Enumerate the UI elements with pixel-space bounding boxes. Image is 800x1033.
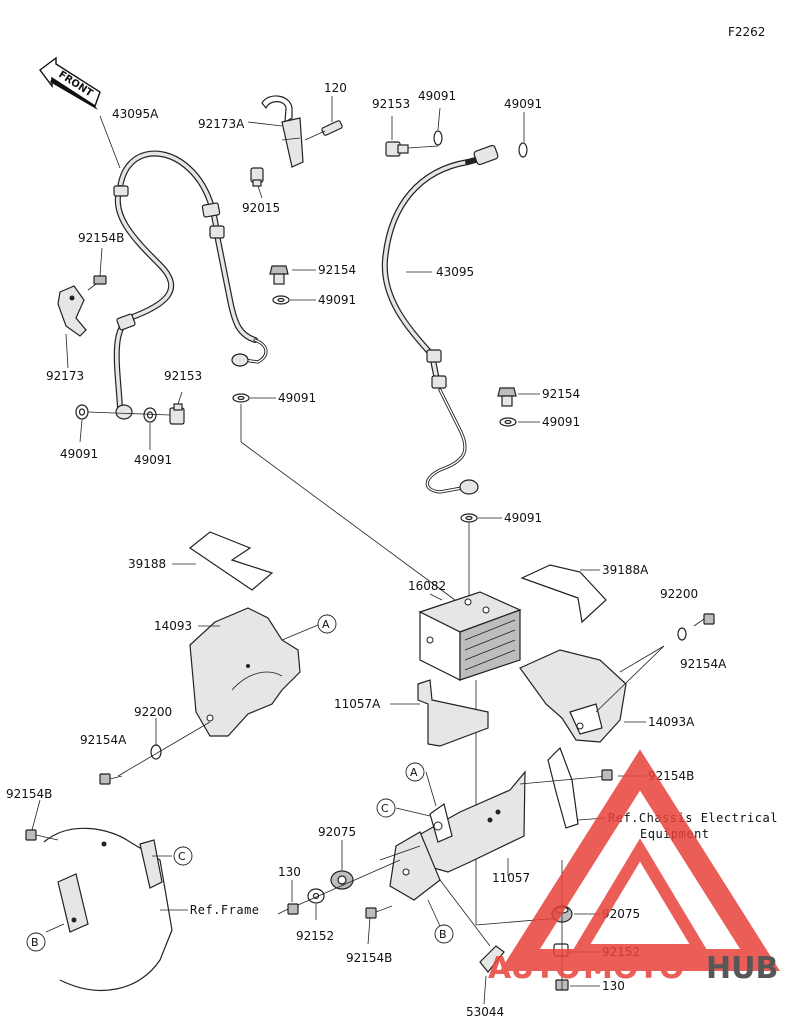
washer-92200-right (677, 627, 687, 641)
svg-text:C: C (178, 850, 186, 863)
label-120-top: 120 (324, 81, 347, 95)
brake-hose-43095 (381, 144, 499, 495)
label-53044: 53044 (466, 1005, 504, 1019)
label-39188A: 39188A (602, 563, 649, 577)
label-130-right: 130 (602, 979, 625, 993)
washer-49091-m2 (232, 393, 250, 403)
pad-39188 (188, 531, 274, 591)
label-92200-right: 92200 (660, 587, 698, 601)
label-14093: 14093 (154, 619, 192, 633)
label-92154A-left: 92154A (80, 733, 127, 747)
label-16082: 16082 (408, 579, 446, 593)
label-49091-m2: 49091 (278, 391, 316, 405)
callout-c-lower: C (173, 846, 193, 866)
washer-49091-r4 (460, 513, 478, 523)
label-49091-r4: 49091 (504, 511, 542, 525)
bracket-11057A (417, 679, 489, 747)
watermark-logo: AUTO MOTO HUB (488, 749, 780, 986)
front-arrow-icon: FRONT (39, 56, 101, 110)
label-92173: 92173 (46, 369, 84, 383)
pad-39188A (520, 564, 607, 624)
washer-49091-l1 (75, 404, 89, 420)
label-92075-right: 92075 (602, 907, 640, 921)
bolt-92154A-left (99, 773, 123, 785)
label-11057: 11057 (492, 871, 530, 885)
bracket-92173A (261, 95, 304, 168)
bolt-92154B-mr (601, 769, 613, 781)
callout-c-upper: C (376, 798, 396, 818)
label-43095A: 43095A (112, 107, 159, 121)
banjo-bolt-92153-right (385, 141, 409, 157)
label-92015: 92015 (242, 201, 280, 215)
clamp-92173 (57, 285, 87, 337)
watermark-moto: MOTO (583, 951, 684, 986)
bolt-92154B-bottom (365, 905, 393, 919)
frame-outline (43, 827, 173, 991)
svg-text:B: B (31, 936, 39, 949)
svg-text:A: A (410, 766, 418, 779)
cover-14093A (519, 649, 627, 743)
label-92153-right: 92153 (372, 97, 410, 111)
svg-text:B: B (439, 928, 447, 941)
label-92152-left: 92152 (296, 929, 334, 943)
bracket-11057 (389, 746, 579, 901)
label-14093A: 14093A (648, 715, 695, 729)
label-49091-m1: 49091 (318, 293, 356, 307)
bolt-92154-mid (269, 265, 289, 285)
callout-b-left: B (26, 932, 46, 952)
washer-49091-m1 (272, 295, 290, 305)
label-92153-left: 92153 (164, 369, 202, 383)
svg-text:A: A (322, 618, 330, 631)
label-92075-left: 92075 (318, 825, 356, 839)
washer-49091-l2 (143, 407, 157, 423)
label-130-left: 130 (278, 865, 301, 879)
label-92154-right: 92154 (542, 387, 580, 401)
watermark-hub: HUB (706, 951, 778, 986)
ref-frame: Ref.Frame (190, 903, 260, 917)
washer-49091-r1 (433, 130, 443, 146)
label-92154A-right: 92154A (680, 657, 727, 671)
label-49091-r2: 49091 (504, 97, 542, 111)
label-92154B-ll: 92154B (6, 787, 52, 801)
svg-text:C: C (381, 802, 389, 815)
label-49091-r1: 49091 (418, 89, 456, 103)
bolt-120-top (304, 120, 343, 141)
label-49091-r3: 49091 (542, 415, 580, 429)
label-43095: 43095 (436, 265, 474, 279)
ref-chassis-line1: Ref.Chassis Electrical (608, 811, 778, 825)
label-92154B-left: 92154B (78, 231, 124, 245)
figure-code: F2262 (728, 25, 765, 39)
abs-unit-16082 (418, 591, 522, 681)
bolt-92154B-ll (25, 829, 37, 841)
bolt-92154-right (497, 387, 517, 407)
bolt-92154B-left (87, 275, 107, 291)
label-92154B-bottom: 92154B (346, 951, 392, 965)
label-49091-l2: 49091 (134, 453, 172, 467)
label-92173A: 92173A (198, 117, 245, 131)
callout-a-lower: A (405, 762, 425, 782)
label-92154B-mr: 92154B (648, 769, 694, 783)
watermark-auto: AUTO (488, 951, 581, 986)
banjo-bolt-92153-left (169, 403, 185, 425)
cover-14093 (189, 607, 301, 737)
collar-92152-left (307, 888, 325, 904)
bolt-92154A-right (693, 613, 715, 627)
callout-b-right: B (434, 924, 454, 944)
brake-hose-43095A (113, 150, 268, 420)
label-11057A: 11057A (334, 697, 381, 711)
washer-49091-r3 (499, 417, 517, 427)
bolt-130-left (277, 903, 299, 915)
label-92154-mid: 92154 (318, 263, 356, 277)
washer-49091-r2 (518, 142, 528, 158)
grommet-92075-left (330, 870, 354, 890)
label-49091-l1: 49091 (60, 447, 98, 461)
label-92200-left: 92200 (134, 705, 172, 719)
fitting-92015 (250, 167, 264, 187)
callout-a-upper: A (317, 614, 337, 634)
label-39188: 39188 (128, 557, 166, 571)
clip-53044 (479, 945, 505, 973)
